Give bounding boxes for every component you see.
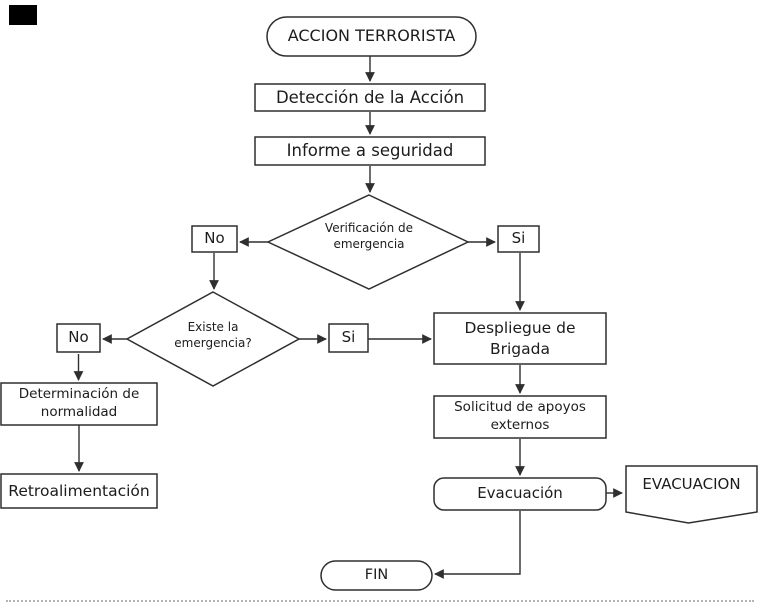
process-retroalimentacion-shape — [0, 473, 158, 509]
process-deteccion-shape — [254, 83, 486, 112]
branch-no1-shape — [191, 225, 238, 253]
process-evacuacion-shape — [433, 477, 607, 511]
offpage-evacuacion-shape — [625, 465, 758, 524]
branch-no2-shape — [56, 323, 101, 353]
page-bottom-dotted-line — [6, 600, 754, 602]
process-informe-shape — [254, 136, 486, 166]
scan-corner-mark — [9, 5, 37, 25]
end-terminator-shape — [320, 560, 433, 591]
process-solicitud-shape — [433, 395, 607, 439]
branch-si1-shape — [497, 225, 540, 253]
process-determinacion-shape — [0, 382, 158, 426]
start-terminator-shape — [266, 16, 477, 57]
decision-verificacion-shape — [266, 194, 470, 290]
process-despliegue-shape — [433, 312, 607, 365]
decision-existe-shape — [125, 291, 301, 387]
connector-evacuacion-fin — [434, 511, 521, 579]
branch-si2-shape — [328, 323, 369, 353]
